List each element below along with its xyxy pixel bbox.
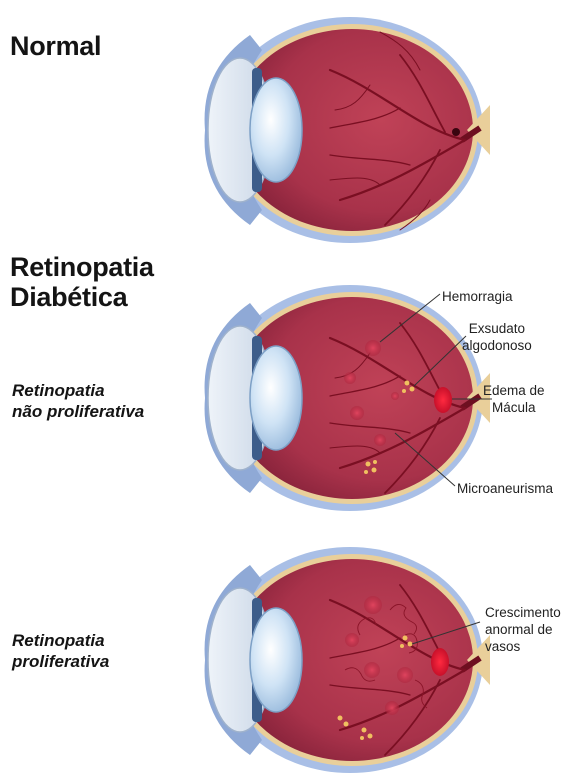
hemorrhage-spot [391,392,399,400]
hemorrhage-spot [397,667,413,683]
annotation-growth-line2: anormal de [485,621,561,638]
annotation-exudate-line2: algodonoso [462,337,532,354]
hemorrhage-spot [350,406,364,420]
eye-proliferative-illustration [0,540,584,780]
hemorrhage-spot [374,434,386,446]
hemorrhage-spot [365,340,381,356]
hemorrhage-spot [345,633,359,647]
annotation-abnormal-vessel-growth: Crescimento anormal de vasos [485,604,561,655]
annotation-exudate-line1: Exsudato [462,320,532,337]
hemorrhage-spot [364,662,380,678]
fovea [452,128,460,136]
macular-edema-spot [434,387,452,413]
annotation-growth-line3: vasos [485,638,561,655]
annotation-hemorrhage-text: Hemorragia [442,288,513,305]
annotation-hemorrhage: Hemorragia [442,288,513,305]
annotation-edema-line1: Edema de [483,382,545,399]
annotation-cotton-wool-exudate: Exsudato algodonoso [462,320,532,354]
macular-edema-spot [431,648,449,676]
annotation-growth-line1: Crescimento [485,604,561,621]
hemorrhage-spot [364,596,382,614]
annotation-edema-line2: Mácula [483,399,545,416]
eye-normal-illustration [0,10,584,250]
annotation-microaneurysm-text: Microaneurisma [457,480,553,497]
annotation-macular-edema: Edema de Mácula [483,382,545,416]
hemorrhage-spot [344,372,356,384]
hemorrhage-spot [385,701,399,715]
annotation-microaneurysm: Microaneurisma [457,480,553,497]
